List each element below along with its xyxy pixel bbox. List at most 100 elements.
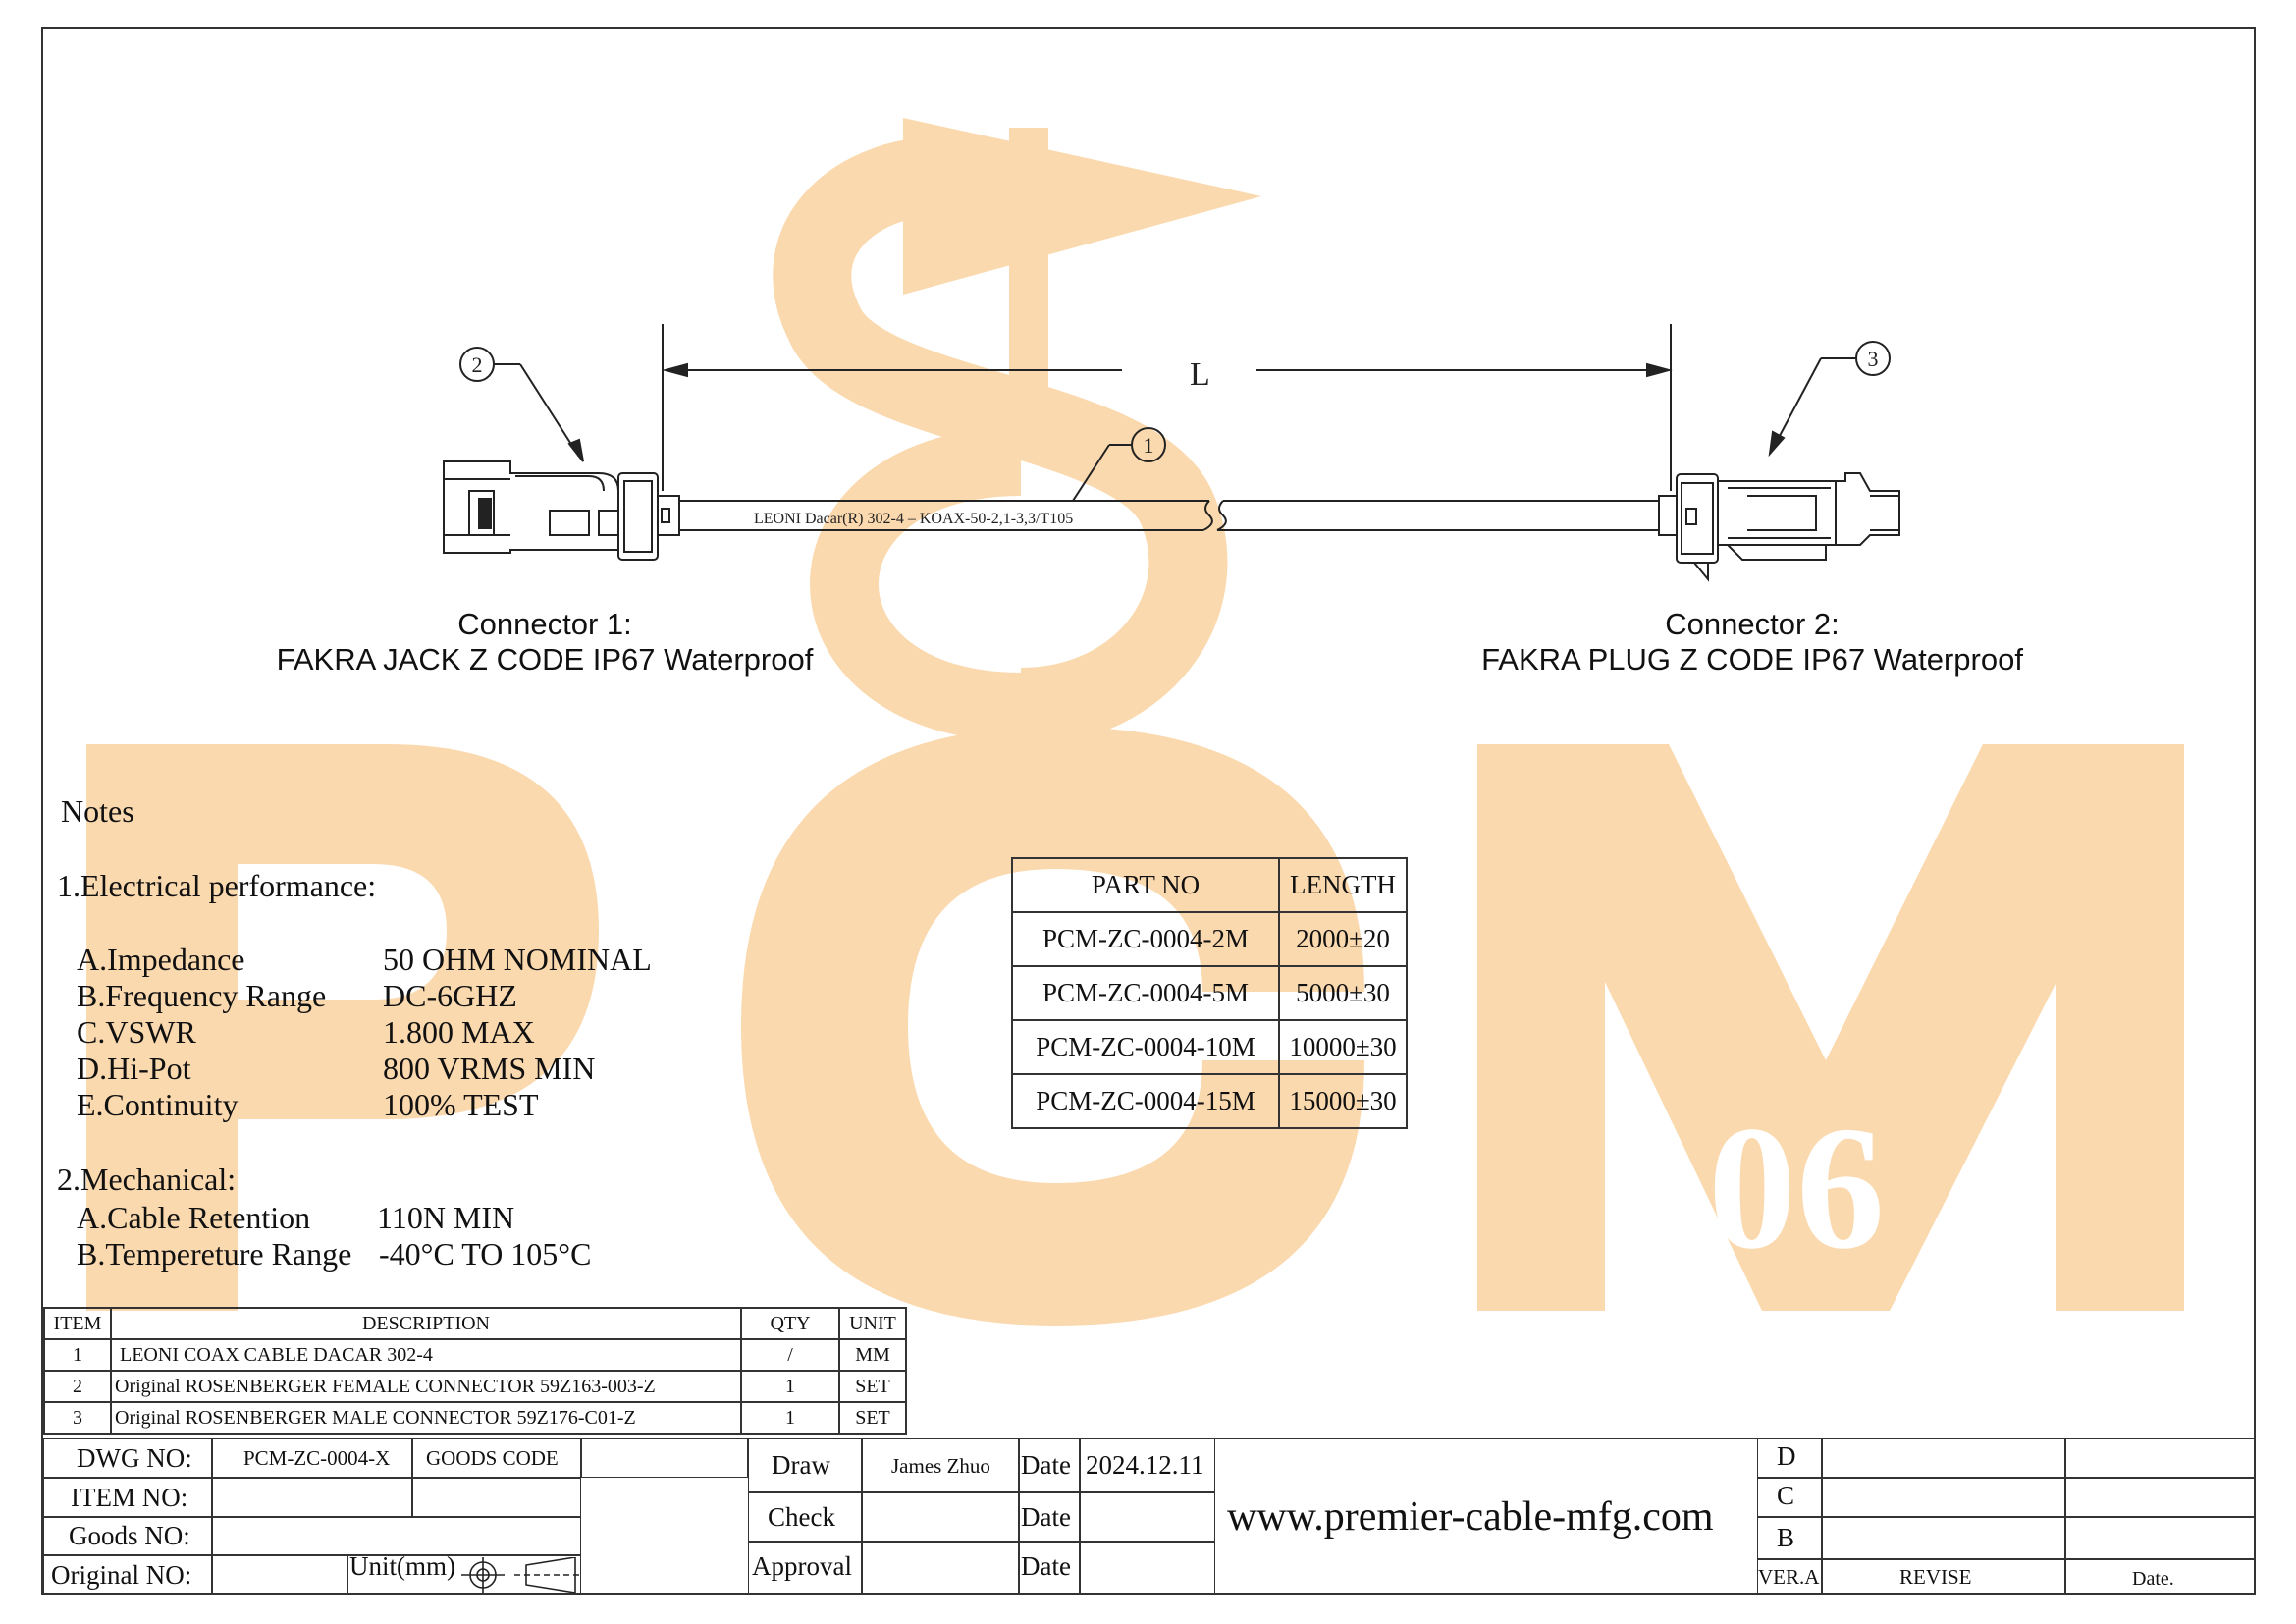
watermark-s-lower [810,427,1022,741]
mechanical-value-a: 110N MIN [377,1200,515,1235]
unit-label: Unit(mm) [349,1551,455,1581]
checker-cell [862,1492,1019,1542]
balloon-1-leader-diag [1072,444,1110,502]
drawer-cell [862,1438,1019,1492]
connector-1-title: Connector 1: [457,607,632,641]
electrical-value-b: DC-6GHZ [383,978,517,1013]
parts-header-part-no: PART NO [1011,857,1280,913]
date-header-cell [2065,1559,2256,1595]
table-row: 2 Original ROSENBERGER FEMALE CONNECTOR … [43,1370,907,1403]
part-no-cell: PCM-ZC-0004-15M [1011,1073,1280,1129]
bom-item-cell: 1 [43,1338,112,1372]
approval-label-cell [748,1542,862,1595]
bom-header-item: ITEM [43,1307,112,1340]
draw-label: Draw [772,1450,830,1480]
balloon-3-arrow-line [1773,357,1822,448]
balloon-2-number: 2 [472,352,483,377]
goods-code-label-cell [412,1438,581,1478]
company-url: www.premier-cable-mfg.com [1227,1494,1714,1540]
watermark-arrow-head [903,118,1261,295]
electrical-label-d: D.Hi-Pot [77,1051,191,1086]
length-label: L [1190,356,1210,393]
cable-break-2 [1216,500,1227,531]
rev-d-label: D [1777,1441,1796,1471]
goods-no-label: Goods NO: [69,1521,190,1550]
watermark-s-upper [773,137,1228,746]
connector-2-body [1658,472,1900,582]
bom-unit-cell: SET [838,1370,907,1403]
bom-qty-cell: 1 [740,1370,840,1403]
approval-label: Approval [752,1551,852,1581]
electrical-value-c: 1.800 MAX [383,1014,535,1050]
connector-1-body [443,460,680,561]
bom-qty-cell: 1 [740,1401,840,1435]
approver-cell [862,1542,1019,1595]
projection-symbol-icon [461,1557,579,1593]
mechanical-title: 2.Mechanical: [57,1162,237,1197]
rev-c-label: C [1777,1481,1795,1510]
original-no-value-cell [212,1555,347,1595]
part-no-cell: PCM-ZC-0004-10M [1011,1019,1280,1075]
electrical-title: 1.Electrical performance: [57,868,377,903]
item-no-value-cell [212,1478,412,1517]
bom-description-cell: LEONI COAX CABLE DACAR 302-4 [110,1338,742,1372]
balloon-3-arrowhead [1768,430,1786,458]
table-row: PCM-ZC-0004-15M 15000±30 [1011,1073,1408,1129]
part-no-cell: PCM-ZC-0004-5M [1011,965,1280,1021]
electrical-label-e: E.Continuity [77,1087,239,1122]
bill-of-materials: ITEM DESCRIPTION QTY UNIT 1 LEONI COAX C… [43,1307,907,1435]
draw-label-cell [748,1438,862,1492]
length-cell: 2000±20 [1278,911,1408,967]
electrical-value-a: 50 OHM NOMINAL [383,942,652,977]
rev-b-date-cell [2065,1517,2256,1559]
item-no-label-cell [43,1478,212,1517]
mechanical-label-b: B.Tempereture Range [77,1236,352,1272]
draw-date: 2024.12.11 [1086,1450,1204,1480]
rev-b-label: B [1777,1523,1795,1552]
electrical-label-c: C.VSWR [77,1014,196,1050]
ver-label: VER.A [1758,1565,1820,1589]
bom-header-qty: QTY [740,1307,840,1340]
length-cell: 10000±30 [1278,1019,1408,1075]
mechanical-label-a: A.Cable Retention [77,1200,311,1235]
bom-description-cell: Original ROSENBERGER MALE CONNECTOR 59Z1… [110,1401,742,1435]
dim-arrow-left [662,362,688,378]
approval-date-label: Date [1021,1551,1071,1581]
balloon-1-number: 1 [1144,433,1154,458]
watermark-letter-p [86,744,599,1311]
rev-c-date-cell [2065,1478,2256,1517]
electrical-value-e: 100% TEST [383,1087,539,1122]
balloon-2-arrowhead [567,438,584,462]
connector-2-desc: FAKRA PLUG Z CODE IP67 Waterproof [1481,642,2023,677]
bom-header-description: DESCRIPTION [110,1307,742,1340]
bom-item-cell: 2 [43,1370,112,1403]
notes-heading: Notes [61,793,134,829]
length-cell: 15000±30 [1278,1073,1408,1129]
length-cell: 5000±30 [1278,965,1408,1021]
revise-header-cell [1822,1559,2065,1595]
check-date-label-cell [1019,1492,1080,1542]
cable-print-text: LEONI Dacar(R) 302-4 – KOAX-50-2,1-3,3/T… [754,511,1073,527]
mechanical-value-b: -40°C TO 105°C [379,1236,592,1272]
draw-date-label: Date [1021,1450,1071,1480]
watermark-suffix: 06 [1708,1090,1885,1285]
bom-description-cell: Original ROSENBERGER FEMALE CONNECTOR 59… [110,1370,742,1403]
connector-2-title: Connector 2: [1665,607,1840,641]
bom-item-cell: 3 [43,1401,112,1435]
goods-no-value-cell [212,1517,581,1555]
bom-qty-cell: / [740,1338,840,1372]
rev-d-date-cell [2065,1438,2256,1478]
draw-date-label-cell [1019,1438,1080,1492]
check-date-label: Date [1021,1502,1071,1532]
connector-1-desc: FAKRA JACK Z CODE IP67 Waterproof [276,642,814,677]
dwg-no-label-cell [43,1438,212,1478]
draw-date-cell [1080,1438,1215,1492]
goods-code-value-cell [581,1438,748,1478]
electrical-label-a: A.Impedance [77,942,245,977]
dwg-no-value-cell [212,1438,412,1478]
part-no-cell: PCM-ZC-0004-2M [1011,911,1280,967]
drawer-name: James Zhuo [891,1454,990,1478]
dwg-no-label: DWG NO: [77,1443,192,1473]
table-row: PCM-ZC-0004-5M 5000±30 [1011,965,1408,1021]
